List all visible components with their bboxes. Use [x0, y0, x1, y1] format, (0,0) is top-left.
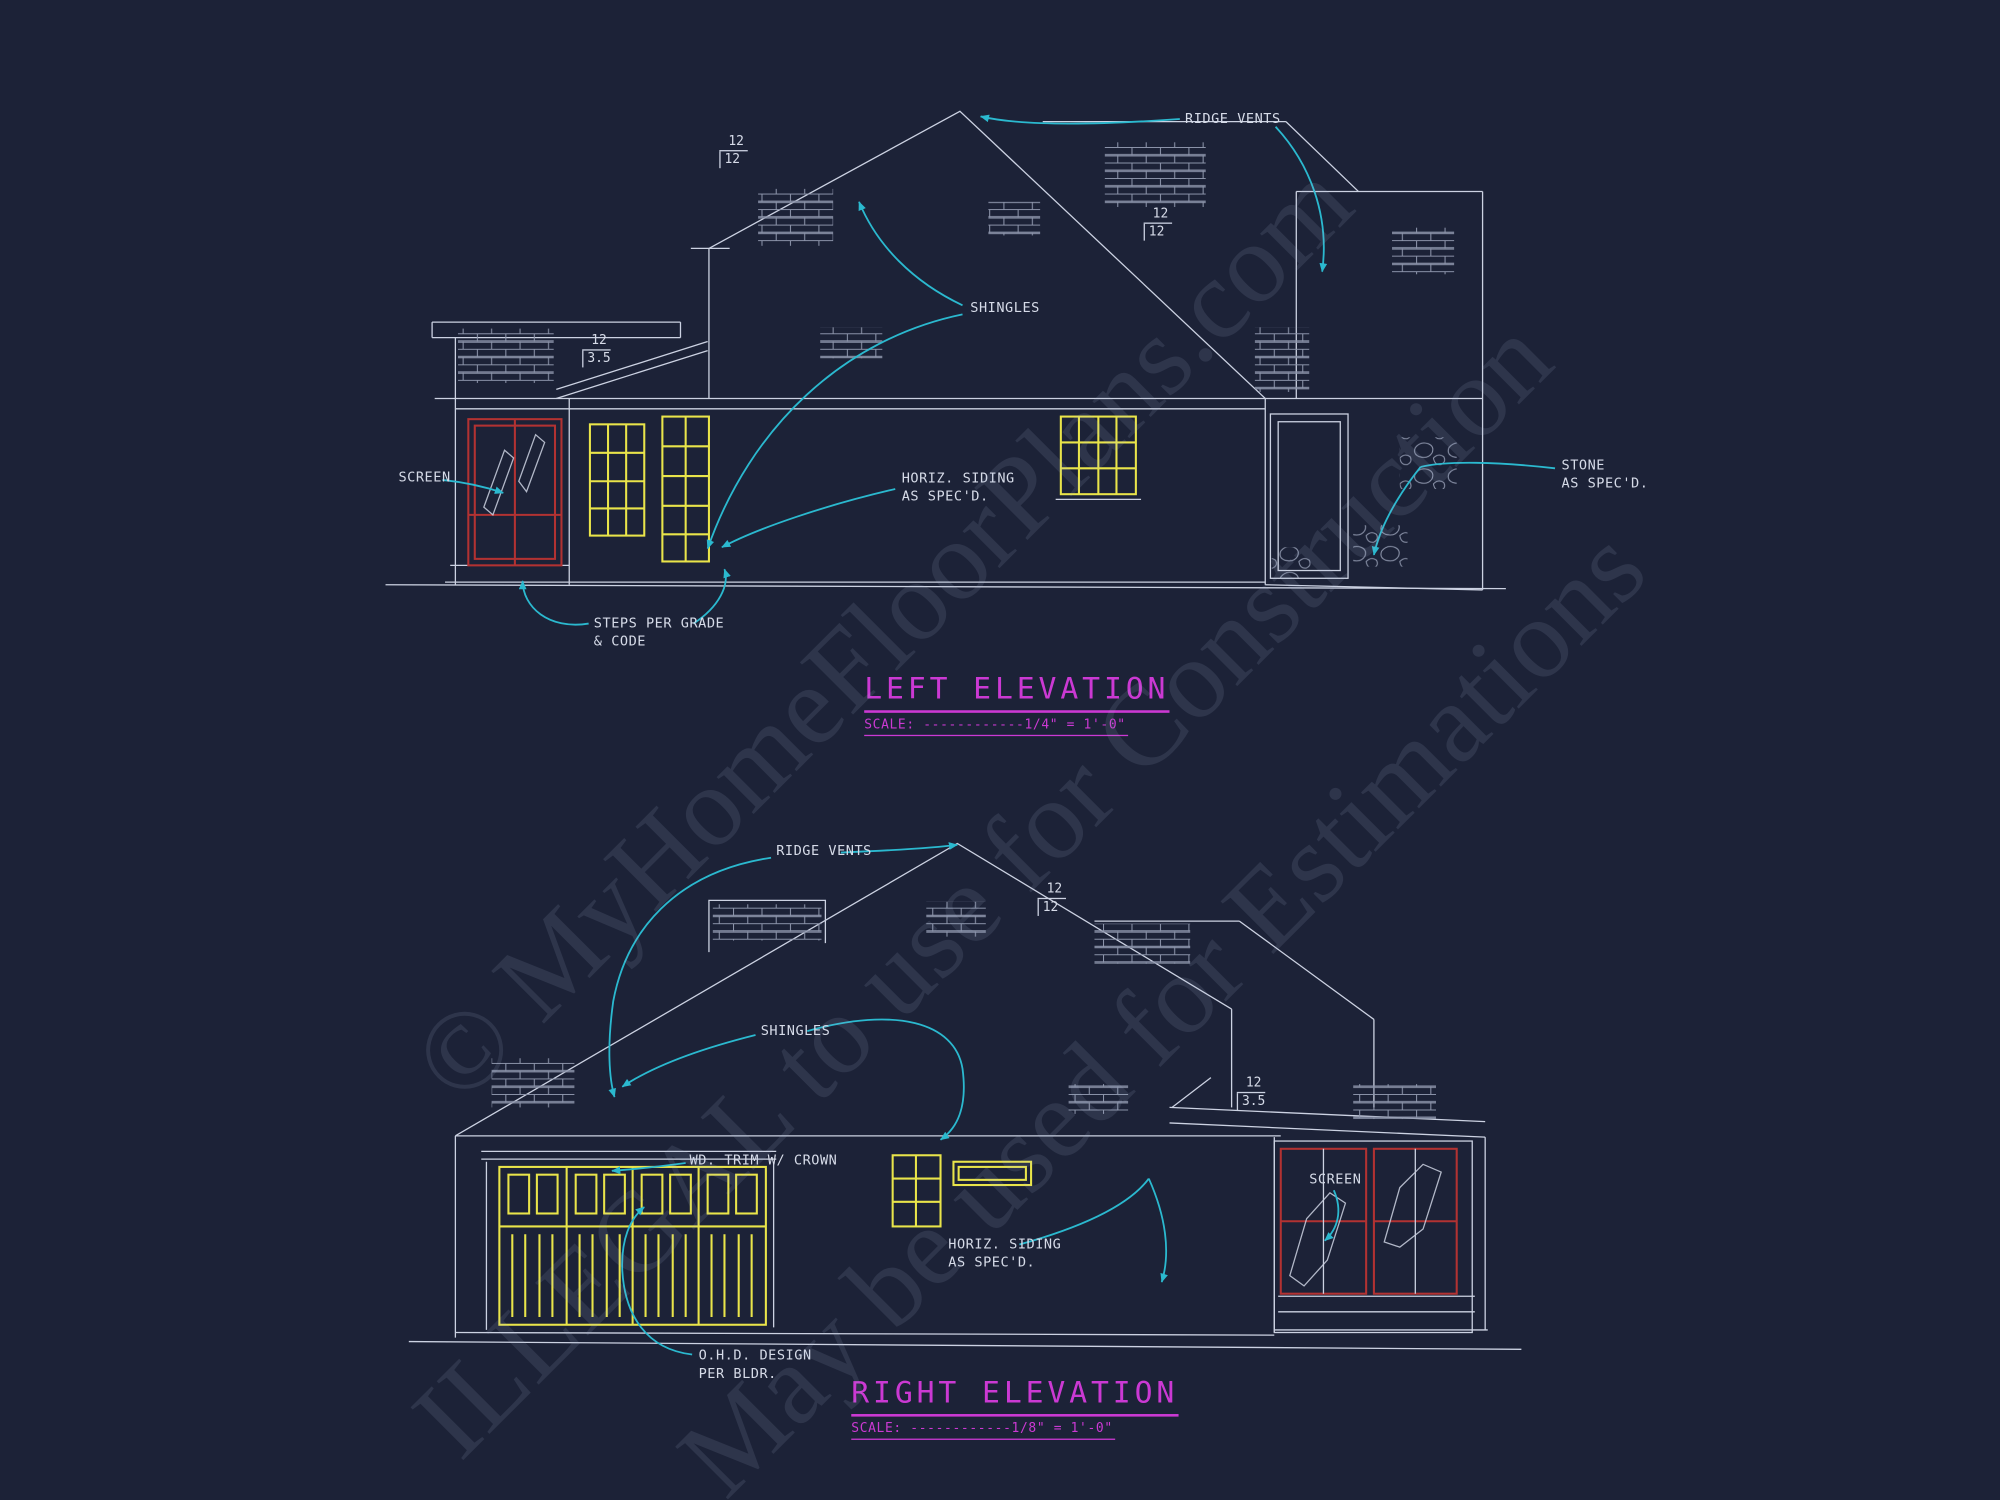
pitch-run: 12: [1037, 882, 1067, 900]
left-brick-texture: [457, 142, 1455, 392]
right-screen-windows: [1279, 1147, 1458, 1295]
pitch-run: 12: [719, 135, 748, 152]
label-shingles-right: SHINGLES: [760, 1023, 831, 1039]
label-ridge-vents-right: RIDGE VENTS: [776, 843, 872, 860]
right-leader-lines: [608, 842, 1340, 1356]
pitch-rise: 3.5: [582, 350, 611, 368]
label-ridge-vents-left: RIDGE VENTS: [1185, 111, 1281, 127]
left-stone-texture: [1271, 437, 1457, 579]
label-screen-left: SCREEN: [398, 469, 451, 486]
left-right-wing-opening: [1269, 413, 1349, 579]
label-horiz-siding-right: HORIZ. SIDING AS SPEC'D.: [948, 1236, 1062, 1270]
roof-pitch-marker: 12 3.5: [1236, 1076, 1266, 1110]
roof-pitch-marker: 12 12: [1037, 882, 1067, 916]
label-ohd-right: O.H.D. DESIGN PER BLDR.: [698, 1348, 812, 1382]
left-leader-lines: [442, 114, 1556, 626]
right-brick-texture: [491, 901, 1437, 1120]
right-window-grid: [891, 1154, 942, 1228]
left-elevation-title-block: LEFT ELEVATION SCALE: ------------1/4" =…: [864, 673, 1170, 737]
label-stone-left: STONE AS SPEC'D.: [1561, 457, 1649, 492]
label-steps-left: STEPS PER GRADE & CODE: [593, 615, 725, 649]
right-screen-porch: [1273, 1140, 1473, 1334]
roof-pitch-marker: 12 12: [1143, 207, 1173, 241]
right-garage-door: [498, 1165, 767, 1326]
pitch-rise: 12: [1037, 899, 1058, 916]
right-elevation-scale: SCALE: ------------1/8" = 1'-0": [851, 1418, 1116, 1440]
left-elevation-drawing: [385, 110, 1556, 626]
right-transom-window: [952, 1160, 1033, 1187]
roof-pitch-marker: 12 12: [719, 135, 748, 169]
label-shingles-left: SHINGLES: [970, 300, 1040, 316]
pitch-rise: 12: [719, 151, 740, 169]
roof-pitch-marker: 12 3.5: [582, 334, 611, 368]
left-window-grid-wide: [1059, 415, 1137, 496]
left-glazed-door: [661, 415, 710, 563]
right-elevation-title-block: RIGHT ELEVATION SCALE: ------------1/8" …: [851, 1376, 1179, 1440]
pitch-run: 12: [1236, 1076, 1266, 1094]
right-elevation-drawing: [408, 842, 1522, 1356]
left-window-grid-small: [588, 423, 646, 537]
left-elevation-scale: SCALE: ------------1/4" = 1'-0": [864, 714, 1129, 737]
left-elevation-title: LEFT ELEVATION: [864, 673, 1170, 713]
right-elevation-title: RIGHT ELEVATION: [851, 1376, 1179, 1417]
left-screen-window: [467, 418, 563, 567]
label-screen-right: SCREEN: [1309, 1172, 1362, 1188]
pitch-rise: 12: [1143, 223, 1164, 241]
label-wd-trim-right: WD. TRIM W/ CROWN: [689, 1152, 838, 1169]
pitch-run: 12: [582, 334, 611, 351]
pitch-run: 12: [1143, 207, 1173, 224]
label-horiz-siding-left: HORIZ. SIDING AS SPEC'D.: [901, 470, 1015, 505]
pitch-rise: 3.5: [1236, 1093, 1265, 1110]
